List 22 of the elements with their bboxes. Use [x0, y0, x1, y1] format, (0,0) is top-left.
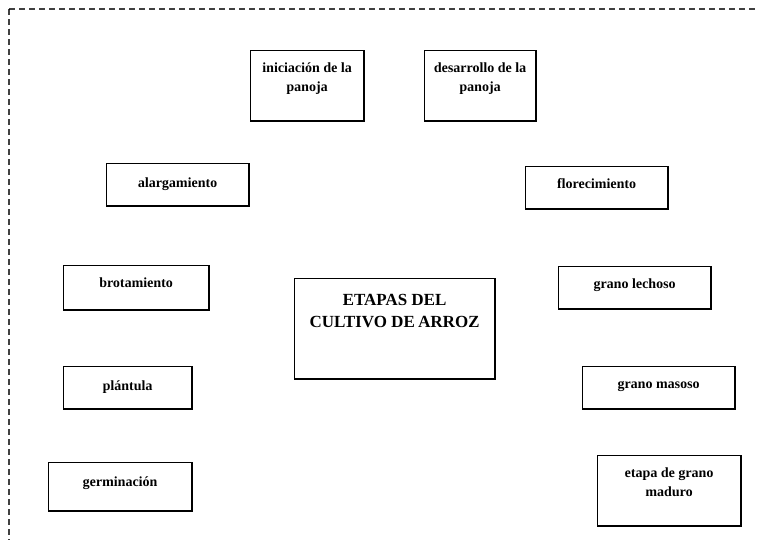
stage-box — [63, 265, 210, 311]
stage-box — [250, 50, 365, 122]
stage-box — [106, 163, 250, 207]
stage-label: etapa de grano maduro — [624, 465, 714, 502]
stage-label: iniciación de la panoja — [261, 60, 353, 97]
stage-box — [525, 166, 669, 210]
diagram-heading: ETAPAS DEL CULTIVO DE ARROZ — [308, 289, 481, 333]
stage-label: brotamiento — [99, 275, 173, 293]
stage-box — [558, 266, 712, 310]
stage-label: grano masoso — [617, 376, 700, 394]
stage-label: germinación — [82, 474, 158, 492]
stage-box — [48, 462, 193, 512]
stage-label: grano lechoso — [593, 276, 676, 294]
stage-box — [424, 50, 537, 122]
stage-box — [597, 455, 742, 527]
stage-label: alargamiento — [138, 175, 218, 193]
stage-box — [63, 366, 193, 410]
stage-box — [582, 366, 736, 410]
stage-label: plántula — [102, 378, 152, 396]
title-box — [294, 278, 496, 380]
stage-label: florecimiento — [556, 176, 636, 194]
stage-label: desarrollo de la panoja — [433, 60, 527, 97]
